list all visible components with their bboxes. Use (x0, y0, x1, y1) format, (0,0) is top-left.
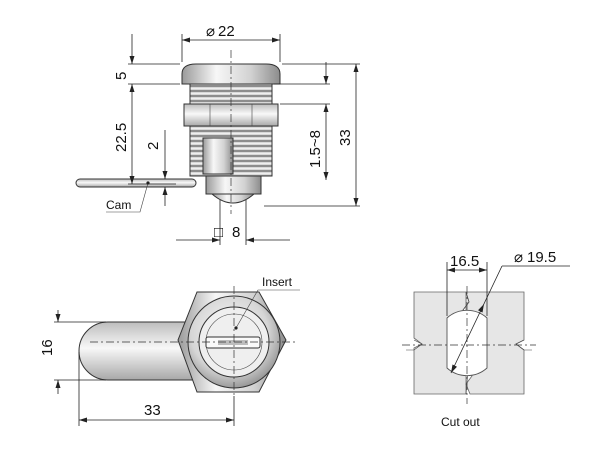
cam-thickness-label: 2 (145, 142, 162, 150)
plug-tip (210, 193, 256, 204)
body-length-label: 22.5 (113, 123, 130, 152)
key-square-symbol: □ (214, 224, 223, 241)
key-square-value: 8 (232, 224, 240, 241)
cutout-width-label: 16.5 (450, 253, 479, 270)
body-slot (202, 137, 234, 175)
cut-out-hole (446, 309, 488, 377)
side-elevation-view: ⌀ 22 5 22.5 2 Cam 1.5~8 33 (75, 23, 360, 245)
overall-height-label: 33 (337, 129, 354, 146)
front-view: Insert 16 33 (39, 275, 300, 426)
cam-length-label: 33 (144, 402, 161, 419)
cam-label: Cam (106, 198, 131, 212)
panel-range-label: 1.5~8 (307, 130, 324, 168)
cam-plate (75, 178, 197, 188)
cutout-diameter-value: 19.5 (527, 249, 556, 266)
head-height-label: 5 (113, 72, 130, 80)
cut-out-caption: Cut out (441, 415, 480, 429)
insert-label: Insert (262, 275, 293, 289)
width-16-label: 16 (39, 339, 56, 356)
top-diameter-symbol: ⌀ (206, 23, 215, 40)
top-diameter-value: 22 (218, 23, 235, 40)
cam-arm (78, 321, 206, 381)
cut-out-view: 16.5 ⌀ 19.5 Cut out (402, 249, 570, 429)
cutout-diameter-symbol: ⌀ (514, 249, 523, 266)
